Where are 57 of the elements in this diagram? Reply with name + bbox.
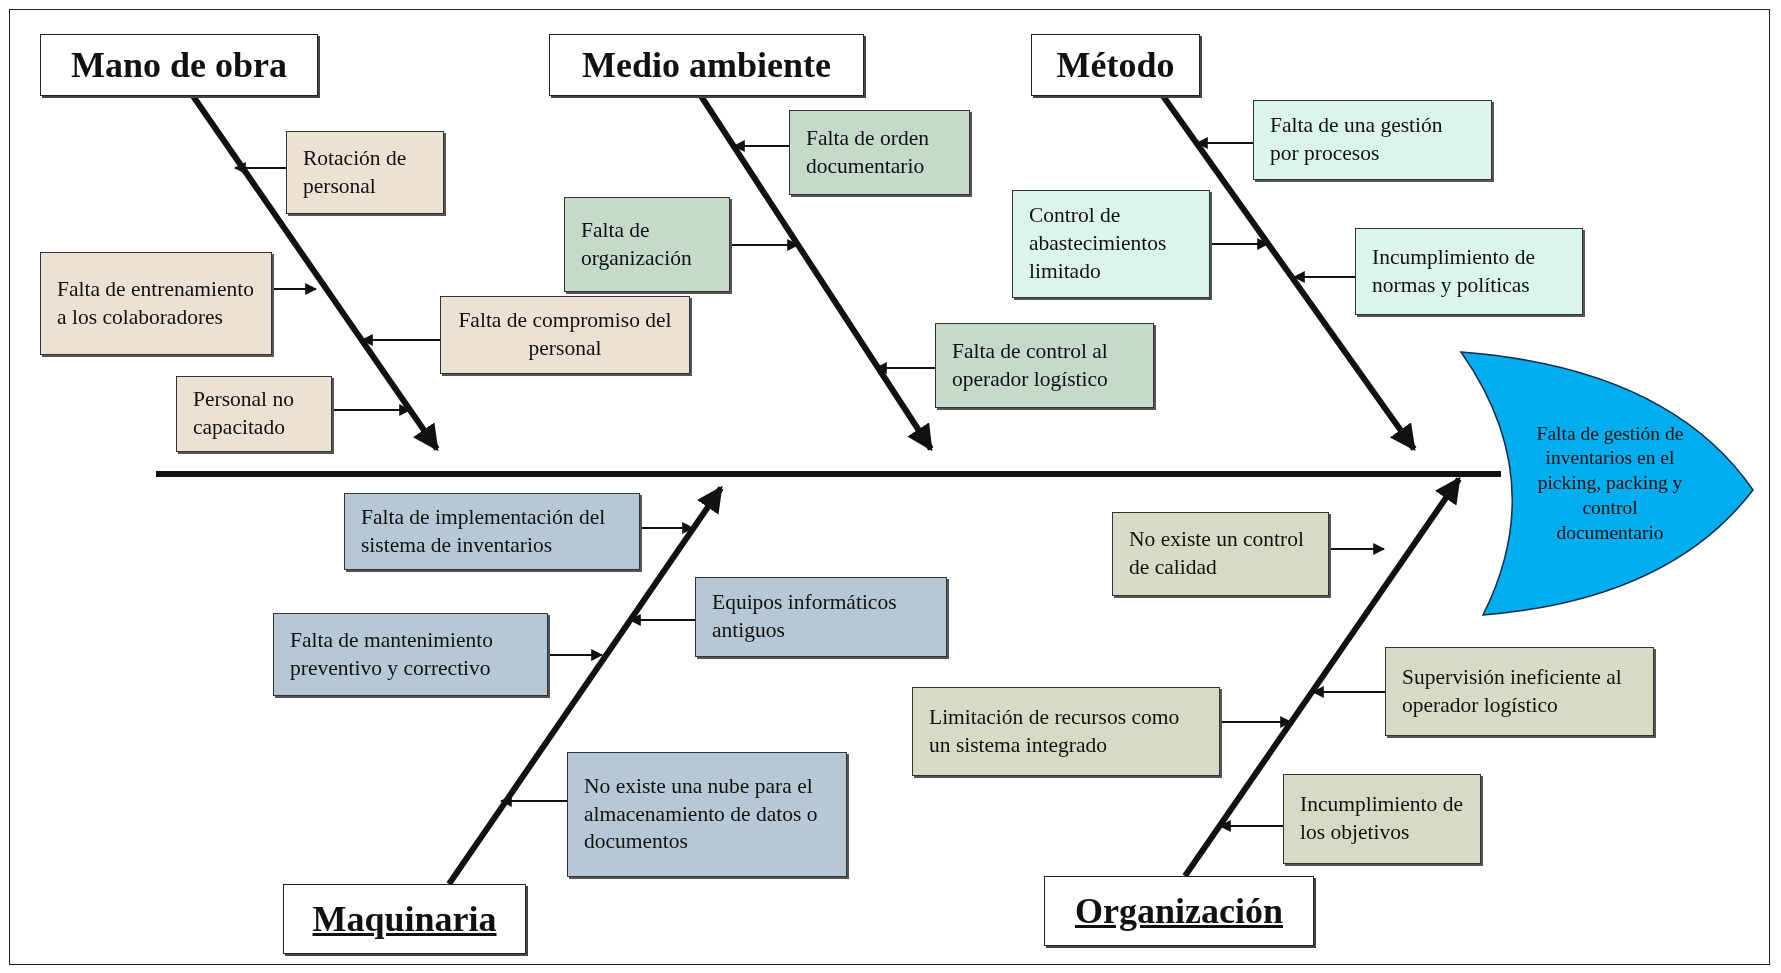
cause-text: Falta de control al operador logístico: [952, 337, 1109, 393]
cause-box: [176, 376, 332, 452]
cause-box: [273, 613, 548, 696]
arrow: [1311, 686, 1386, 698]
cause-text: Falta de compromiso del personal: [457, 307, 673, 362]
arrow: [547, 649, 604, 661]
bone-arrow: [446, 485, 724, 886]
cause-text: Falta de implementación del sistema de inventarios: [361, 503, 607, 559]
cause-box: [1385, 647, 1654, 736]
cause-text: No existe un control de calidad: [1129, 526, 1305, 581]
cause-box: [344, 493, 640, 570]
cause-box: [1355, 228, 1583, 315]
cause-text: Falta de una gestión por procesos: [1270, 112, 1444, 167]
arrow: [271, 283, 318, 295]
cause-box: [1253, 100, 1492, 180]
cause-box: [789, 110, 970, 195]
cause-box: [40, 252, 272, 355]
category-title: Organización: [1075, 890, 1283, 932]
category-title: Mano de obra: [71, 44, 287, 86]
arrow: [1292, 271, 1356, 283]
cause-text: No existe una nube para el almacenamiento de datos o documentos: [584, 772, 819, 856]
category-title: Medio ambiente: [582, 44, 831, 86]
cause-box: [564, 197, 730, 292]
bone-arrow: [1182, 476, 1462, 878]
cause-text: Rotación de personal: [303, 144, 408, 200]
cause-text: Falta de entrenamiento a los colaboradores: [57, 275, 255, 331]
cause-box: [912, 687, 1220, 776]
cause-text: Incumplimiento de los objetivos: [1300, 791, 1464, 846]
effect-text: Falta de gestión de inventarios en el picking, packing y control documentario: [1535, 421, 1685, 545]
category-box: [40, 34, 318, 96]
arrow: [233, 162, 287, 174]
cause-text: Control de abastecimientos limitado: [1029, 202, 1168, 285]
cause-text: Supervisión ineficiente al operador logístico: [1402, 663, 1623, 719]
arrow: [499, 795, 568, 807]
category-title: Maquinaria: [312, 898, 497, 940]
cause-box: [440, 296, 690, 374]
cause-text: Equipos informáticos antiguos: [712, 589, 898, 644]
category-title: Método: [1056, 44, 1175, 86]
cause-text: Falta de organización: [581, 216, 693, 272]
category-box: [549, 34, 864, 96]
cause-box: [1283, 774, 1481, 864]
arrow: [1328, 543, 1386, 555]
cause-box: [1112, 512, 1329, 596]
cause-text: Personal no capacitado: [193, 386, 295, 441]
fish-head: [1459, 350, 1755, 617]
cause-text: Falta de mantenimiento preventivo y correctivo: [290, 626, 494, 682]
category-box: [1044, 876, 1314, 946]
cause-text: Limitación de recursos como un sistema integrado: [929, 703, 1181, 759]
cause-text: Falta de orden documentario: [806, 124, 930, 180]
category-box: [1031, 34, 1200, 96]
cause-text: Incumplimiento de normas y políticas: [1372, 243, 1536, 299]
cause-box: [935, 323, 1154, 408]
cause-box: [1012, 190, 1210, 298]
cause-box: [286, 131, 444, 214]
cause-box: [695, 577, 947, 657]
cause-box: [567, 752, 847, 877]
category-box: [283, 884, 526, 954]
